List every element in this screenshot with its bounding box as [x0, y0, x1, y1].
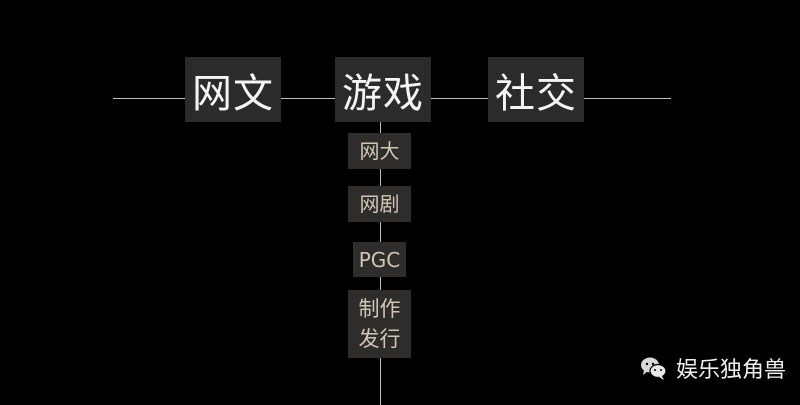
- node-games: 游戏: [335, 57, 431, 122]
- node-web-movie: 网大: [348, 133, 411, 169]
- node-web-literature: 网文: [185, 57, 281, 122]
- node-pgc: PGC: [353, 242, 406, 277]
- node-production-distribution: 制作发行: [348, 290, 411, 358]
- watermark-text: 娱乐独角兽: [676, 358, 787, 383]
- node-web-drama: 网剧: [348, 186, 411, 222]
- node-social: 社交: [488, 57, 584, 122]
- watermark: 娱乐独角兽: [640, 352, 786, 384]
- wechat-icon: [641, 357, 667, 380]
